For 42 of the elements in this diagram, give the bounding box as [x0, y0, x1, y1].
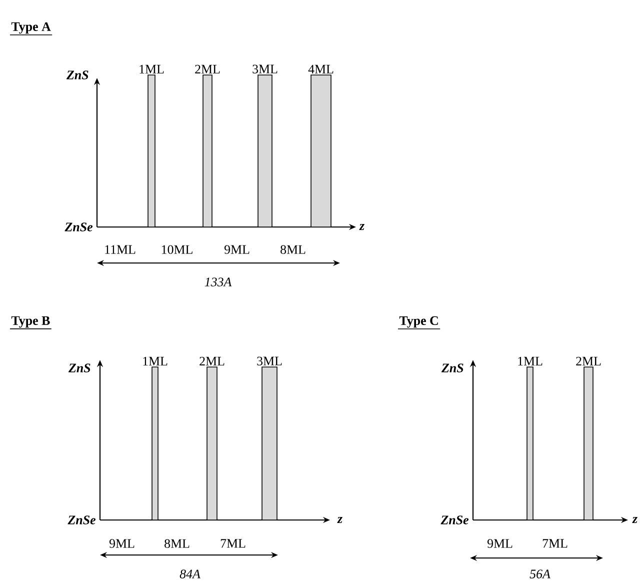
node-label: 4ML — [308, 64, 334, 74]
node-label: 1ML — [518, 356, 542, 366]
axis-label: ZnS — [441, 364, 464, 372]
layer-bar: 2ML — [200, 356, 224, 520]
panel-title: Type C — [398, 316, 440, 330]
layer-label: 11ML — [105, 245, 136, 254]
node-label: 1ML — [140, 64, 164, 74]
node-label: 2ML — [200, 356, 224, 366]
layer-bar: 1ML — [140, 64, 164, 228]
axis-label: ZnSe — [440, 516, 469, 524]
layer-label: 9ML — [487, 539, 512, 548]
layer-bar: 3ML — [257, 356, 282, 520]
axis-label: z — [359, 224, 364, 230]
panel-title: Type A — [10, 22, 52, 36]
node-label: 2ML — [576, 356, 601, 366]
axis-label: z — [632, 517, 638, 523]
axis-label: ZnSe — [68, 516, 96, 524]
layer-bar: 2ML — [195, 64, 220, 228]
node-label: 1ML — [143, 356, 168, 366]
layer-label: 8ML — [164, 539, 190, 548]
layer-label: 9ML — [224, 245, 250, 254]
dimension-label: 56A — [530, 570, 550, 578]
layer-label: 9ML — [109, 539, 134, 548]
layer-bar: 4ML — [308, 64, 334, 228]
layer-bar: 1ML — [143, 356, 168, 520]
axis-label: ZnSe — [64, 222, 93, 232]
layer-label: 8ML — [280, 245, 306, 254]
dimension-label: 84A — [180, 570, 200, 578]
node-label: 2ML — [195, 64, 220, 74]
node-label: 3ML — [257, 356, 282, 366]
layer-label: 7ML — [542, 539, 568, 548]
layer-bar: 3ML — [252, 64, 278, 228]
axis-label: z — [337, 517, 342, 523]
dimension-label: 133A — [204, 278, 232, 286]
axis-label: ZnS — [68, 364, 90, 372]
layer-label: 10ML — [162, 245, 192, 254]
panel-title: Type B — [10, 316, 52, 330]
node-label: 3ML — [252, 64, 278, 74]
axis-label: ZnS — [66, 70, 88, 80]
layer-bar: 1ML — [518, 356, 542, 520]
layer-label: 7ML — [220, 539, 246, 548]
layer-bar: 2ML — [576, 356, 601, 520]
